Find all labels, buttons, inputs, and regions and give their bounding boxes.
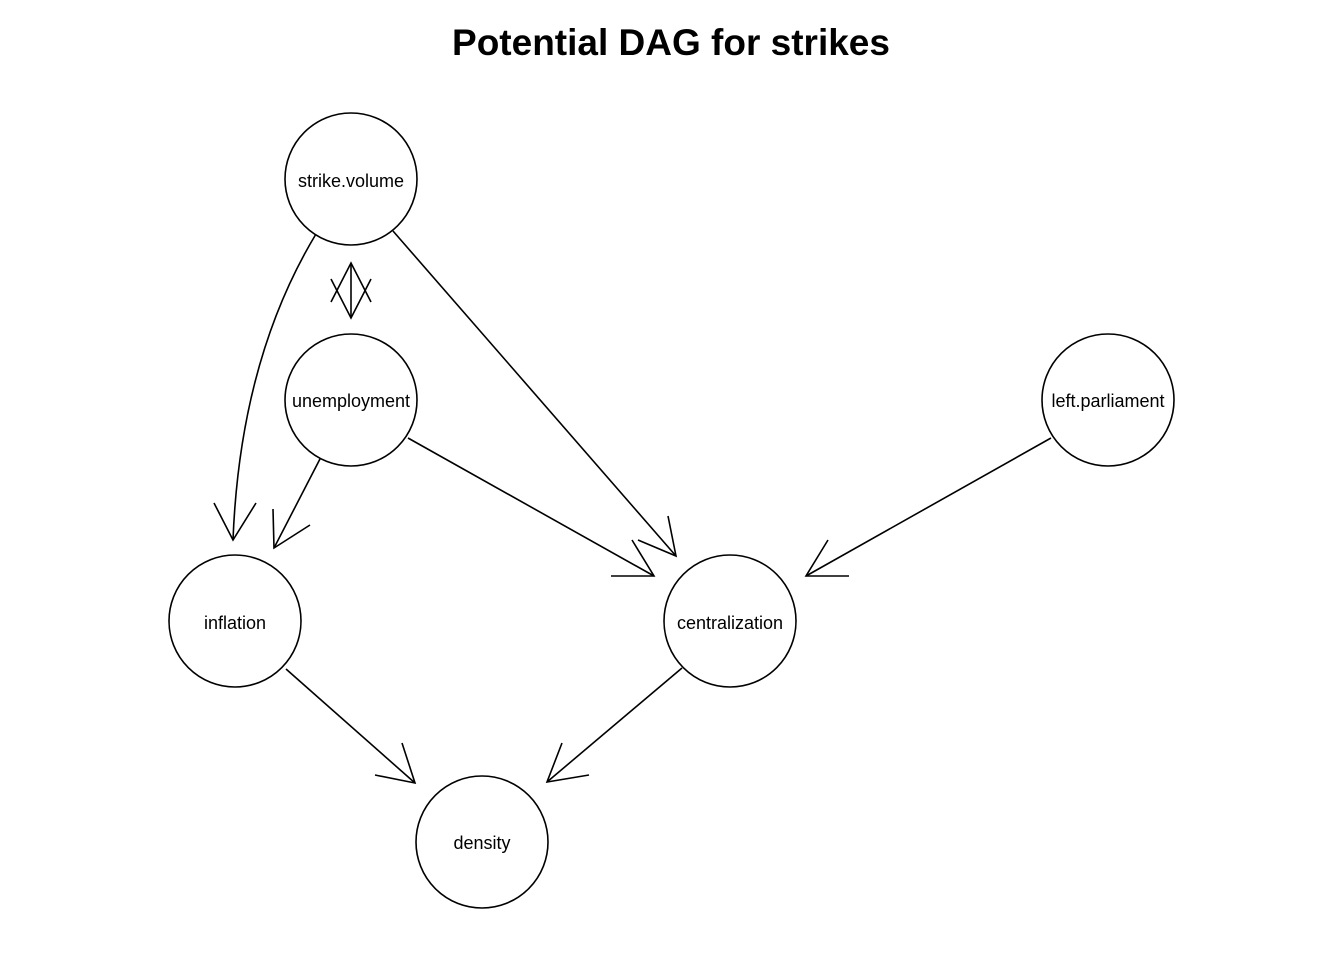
node-label: left.parliament [1051, 391, 1164, 411]
edge-inflation-density [285, 668, 417, 785]
arrowhead [804, 539, 849, 577]
node-centralization: centralization [663, 554, 797, 688]
arrowhead [545, 742, 590, 784]
arrowhead [330, 278, 372, 320]
edge-unemployment-inflation [272, 456, 322, 550]
node-label: inflation [204, 613, 266, 633]
node-unemployment: unemployment [284, 333, 418, 467]
arrowhead [374, 742, 417, 785]
node-label: strike.volume [298, 171, 404, 191]
arrowhead [330, 261, 372, 303]
node-strike-volume: strike.volume [284, 112, 418, 246]
edges [213, 230, 1052, 785]
arrowhead [637, 515, 678, 558]
edge-strike-volume-centralization [392, 230, 678, 558]
edge-strike-volume-unemployment [330, 261, 372, 320]
edge-centralization-density [545, 667, 683, 784]
arrowhead [213, 502, 257, 542]
node-label: density [453, 833, 510, 853]
node-label: centralization [677, 613, 783, 633]
diagram-title: Potential DAG for strikes [452, 22, 890, 63]
arrowhead [611, 539, 656, 577]
node-label: unemployment [292, 391, 410, 411]
node-density: density [415, 775, 549, 909]
node-left-parliament: left.parliament [1041, 333, 1175, 467]
node-inflation: inflation [168, 554, 302, 688]
edge-unemployment-centralization [407, 437, 656, 577]
edge-strike-volume-inflation [213, 233, 317, 542]
edge-left-parliament-centralization [804, 437, 1052, 577]
arrowhead [272, 508, 311, 550]
